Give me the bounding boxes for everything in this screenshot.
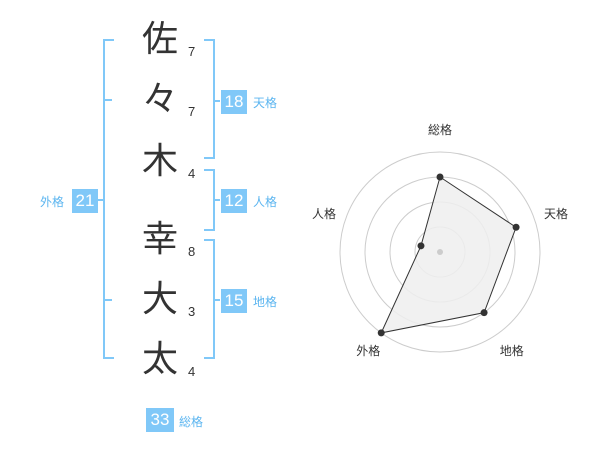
- soukaku-label: 総格: [179, 415, 204, 429]
- chikaku-value: 15: [221, 289, 247, 313]
- radar-axis-label: 人格: [311, 207, 336, 222]
- radar-axis-label: 外格: [356, 343, 381, 358]
- radar-point-2: [512, 223, 520, 231]
- surname-char-1: 佐: [141, 19, 178, 60]
- tenkaku-value: 18: [221, 90, 247, 114]
- surname-stroke-1: 7: [188, 44, 196, 59]
- tenkaku-bracket: [204, 39, 215, 159]
- radar-point-4: [377, 329, 385, 337]
- radar-grid-ring: [339, 151, 541, 353]
- given-stroke-2: 3: [188, 304, 196, 319]
- radar-center-dot: [437, 249, 443, 255]
- gaikaku-label: 外格: [40, 195, 65, 209]
- given-char-1: 幸: [141, 219, 178, 260]
- surname-char-2: 々: [141, 79, 178, 120]
- radar-axis-label: 総格: [427, 123, 452, 137]
- chikaku-label: 地格: [253, 295, 278, 309]
- radar-point-5: [417, 242, 425, 250]
- tenkaku-label: 天格: [253, 96, 278, 110]
- surname-char-3: 木: [141, 141, 178, 182]
- jinkaku-value: 12: [221, 189, 247, 213]
- given-stroke-1: 8: [188, 244, 196, 259]
- surname-stroke-2: 7: [188, 104, 196, 119]
- radar-point-3: [480, 309, 488, 317]
- given-char-3: 太: [141, 339, 178, 380]
- radar-point-1: [436, 173, 444, 181]
- gaikaku-value: 21: [72, 189, 98, 213]
- radar-series-polygon: [380, 176, 517, 334]
- surname-stroke-3: 4: [188, 166, 196, 181]
- soukaku-value: 33: [146, 408, 174, 432]
- radar-axis-label: 天格: [544, 207, 569, 222]
- given-char-2: 大: [141, 279, 178, 320]
- radar-axis-label: 地格: [499, 343, 524, 358]
- given-stroke-3: 4: [188, 364, 196, 379]
- jinkaku-label: 人格: [253, 195, 278, 209]
